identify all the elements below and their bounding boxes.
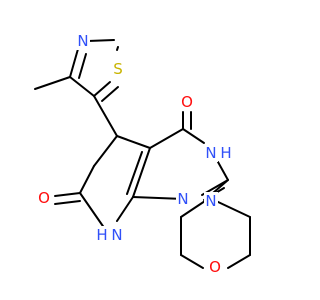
morpholine-ring <box>180 200 251 269</box>
ring-nitrogen-n3-label: N <box>205 144 216 162</box>
bond-c7-n8 <box>79 192 108 233</box>
ring-nitrogen-n1-label: N <box>177 190 188 208</box>
bond-c4-c5 <box>69 76 95 97</box>
bond-c5-c6 <box>93 135 118 167</box>
bond-n3-c2 <box>87 39 115 42</box>
bond-c5-c4a <box>116 135 151 149</box>
bond-c5-s1 <box>93 81 111 97</box>
bond-c2-s1 <box>116 46 119 51</box>
bond-c4a-c4 <box>149 128 184 149</box>
label-bg <box>180 93 194 111</box>
label-bg <box>111 60 125 78</box>
ring-nitrogen-n8-hydrogen-label: H <box>96 226 107 244</box>
label-bg <box>76 32 90 50</box>
thiazole-nitrogen-label: N <box>77 32 88 50</box>
bond-c6-c7 <box>79 165 95 194</box>
bond-thiazole-c5a <box>93 95 118 137</box>
molecule-diagram: N S O N H O H N N N O <box>34 32 251 276</box>
bond-c4a-c8a <box>132 147 151 198</box>
label-bg <box>208 258 222 276</box>
bond-n1-c8a <box>132 196 185 200</box>
pyridinone-ring <box>54 135 151 233</box>
bond-morph-3 <box>180 254 204 269</box>
bond-c5-s1-double <box>101 86 119 102</box>
thiazole-ring <box>34 39 119 102</box>
ring-nitrogen-n3-hydrogen-label: H <box>220 144 231 162</box>
bond-morph-4 <box>227 254 251 269</box>
methyl-bond <box>34 76 71 90</box>
morpholine-oxygen-label: O <box>209 258 221 276</box>
bond-n8-c8a <box>116 196 134 222</box>
label-bg <box>37 189 51 207</box>
label-bg <box>95 226 123 244</box>
label-bg <box>204 144 218 162</box>
bond-n3-c2 <box>217 161 229 181</box>
carbonyl-oxygen-lower-label: O <box>38 189 50 207</box>
label-bg <box>204 192 218 210</box>
ring-nitrogen-n8-label: N <box>111 226 122 244</box>
bond-c4-n3 <box>69 48 79 78</box>
carbonyl-oxygen-upper-label: O <box>181 93 193 111</box>
bond-c4a-c8a-double <box>126 151 143 195</box>
bond-c7-o <box>54 192 81 197</box>
bond-morph-6 <box>215 200 251 218</box>
label-bg <box>176 190 190 208</box>
bond-c7-o-double <box>54 200 81 205</box>
bond-c4-n3 <box>182 128 205 144</box>
bond-c4-n3-double <box>78 53 87 79</box>
structure-drawing: N S O N H O H N N N O <box>34 32 251 276</box>
thiazole-sulfur-label: S <box>113 60 123 78</box>
bond-morph-1 <box>180 200 206 218</box>
morpholine-nitrogen-label: N <box>205 192 216 210</box>
